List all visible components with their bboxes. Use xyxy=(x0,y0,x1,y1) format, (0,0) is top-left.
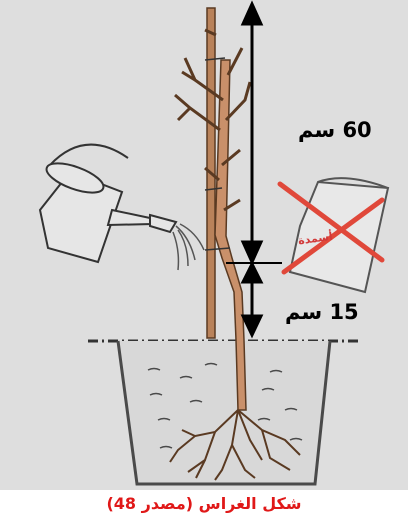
figure-caption: شكل الغراس (مصدر 48) xyxy=(0,494,408,513)
measurement-label-60: 60 سم xyxy=(298,118,372,142)
measurement-label-15: 15 سم xyxy=(285,300,359,324)
